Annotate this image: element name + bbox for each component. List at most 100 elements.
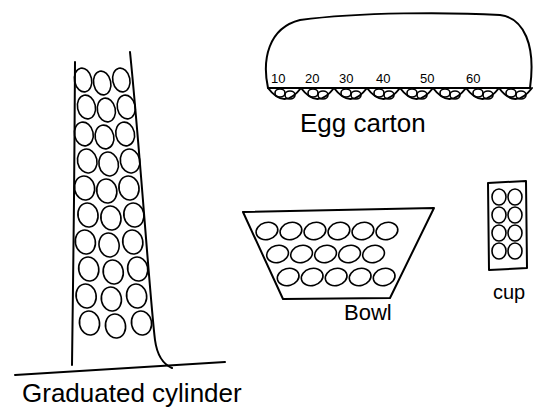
- egg-oval: [337, 243, 363, 265]
- egg-oval: [121, 228, 146, 256]
- egg-oval: [289, 243, 315, 265]
- egg-oval: [417, 91, 427, 99]
- egg-oval: [384, 91, 394, 99]
- outline-stroke: [266, 13, 532, 88]
- egg-oval: [129, 309, 154, 337]
- outline-stroke: [72, 62, 75, 365]
- egg-oval: [506, 89, 516, 97]
- outline-stroke: [488, 181, 527, 270]
- outline-stroke: [268, 88, 301, 99]
- egg-oval: [115, 93, 137, 120]
- egg-oval: [318, 91, 328, 99]
- egg-oval: [492, 207, 506, 223]
- outline-stroke: [400, 88, 433, 99]
- outline-stroke: [466, 88, 499, 99]
- egg-oval: [75, 93, 97, 120]
- egg-oval: [125, 255, 150, 283]
- egg-oval: [97, 231, 122, 259]
- egg-oval: [101, 258, 126, 286]
- scale-number: 10: [271, 72, 285, 85]
- egg-oval: [95, 96, 117, 123]
- container-label: Egg carton: [300, 108, 426, 139]
- egg-oval: [72, 66, 94, 93]
- egg-oval: [91, 69, 113, 96]
- egg-oval: [407, 89, 417, 97]
- scale-number: 20: [305, 72, 319, 85]
- egg-oval: [313, 243, 339, 265]
- egg-oval: [76, 255, 101, 283]
- egg-oval: [302, 220, 328, 242]
- egg-oval: [374, 220, 400, 242]
- scale-number: 30: [339, 72, 353, 85]
- egg-oval: [275, 89, 285, 97]
- egg-oval: [97, 150, 121, 178]
- egg-oval: [99, 204, 124, 232]
- egg-oval: [351, 91, 361, 99]
- egg-oval: [347, 266, 373, 288]
- egg-oval: [341, 89, 351, 97]
- egg-oval: [508, 225, 522, 241]
- egg-oval: [440, 89, 450, 97]
- egg-oval: [122, 201, 147, 229]
- egg-oval: [76, 201, 101, 229]
- egg-oval: [99, 285, 124, 313]
- egg-oval: [118, 147, 142, 175]
- egg-oval: [508, 207, 522, 223]
- egg-oval: [77, 309, 102, 337]
- egg-oval: [285, 91, 295, 99]
- egg-oval: [371, 266, 397, 288]
- egg-oval: [492, 243, 506, 259]
- egg-oval: [114, 120, 137, 147]
- egg-oval: [117, 174, 142, 202]
- egg-oval: [323, 266, 349, 288]
- scale-number: 40: [376, 72, 390, 85]
- egg-oval: [326, 220, 352, 242]
- outline-stroke: [301, 88, 334, 99]
- egg-oval: [124, 282, 149, 310]
- egg-oval: [350, 220, 376, 242]
- bowl: Bowl: [235, 200, 450, 330]
- egg-oval: [74, 282, 99, 310]
- egg-oval: [473, 89, 483, 97]
- scale-number: 60: [466, 72, 480, 85]
- cup: cup: [478, 175, 540, 310]
- egg-oval: [103, 312, 128, 340]
- outline-stroke: [433, 88, 466, 99]
- egg-oval: [93, 123, 116, 150]
- egg-oval: [73, 228, 98, 256]
- egg-oval: [75, 147, 99, 175]
- outline-stroke: [334, 88, 367, 99]
- egg-oval: [95, 177, 120, 205]
- outline-stroke: [130, 52, 172, 368]
- egg-oval: [361, 243, 387, 265]
- outline-stroke: [243, 208, 434, 299]
- egg-oval: [508, 243, 522, 259]
- egg-oval: [72, 174, 97, 202]
- egg-oval: [72, 120, 95, 147]
- outline-stroke: [15, 362, 225, 375]
- outline-stroke: [367, 88, 400, 99]
- egg-oval: [450, 91, 460, 99]
- graduated-cylinder-outline: [15, 48, 285, 413]
- egg-oval: [278, 220, 304, 242]
- container-label: Bowl: [344, 300, 392, 326]
- egg-oval: [492, 225, 506, 241]
- egg-carton: Egg carton: [258, 8, 543, 148]
- container-label: cup: [493, 280, 525, 304]
- container-label: Graduated cylinder: [22, 378, 242, 409]
- egg-oval: [275, 266, 301, 288]
- egg-oval: [374, 89, 384, 97]
- egg-oval: [254, 220, 280, 242]
- egg-oval: [483, 91, 493, 99]
- egg-oval: [110, 66, 132, 93]
- egg-oval: [299, 266, 325, 288]
- egg-oval: [508, 189, 522, 205]
- outline-stroke: [499, 88, 532, 99]
- bowl-outline: [235, 200, 450, 330]
- egg-oval: [308, 89, 318, 97]
- egg-oval: [265, 243, 291, 265]
- egg-oval: [516, 91, 526, 99]
- scale-number: 50: [420, 72, 434, 85]
- graduated-cylinder: Graduated cylinder: [15, 48, 285, 413]
- egg-oval: [492, 189, 506, 205]
